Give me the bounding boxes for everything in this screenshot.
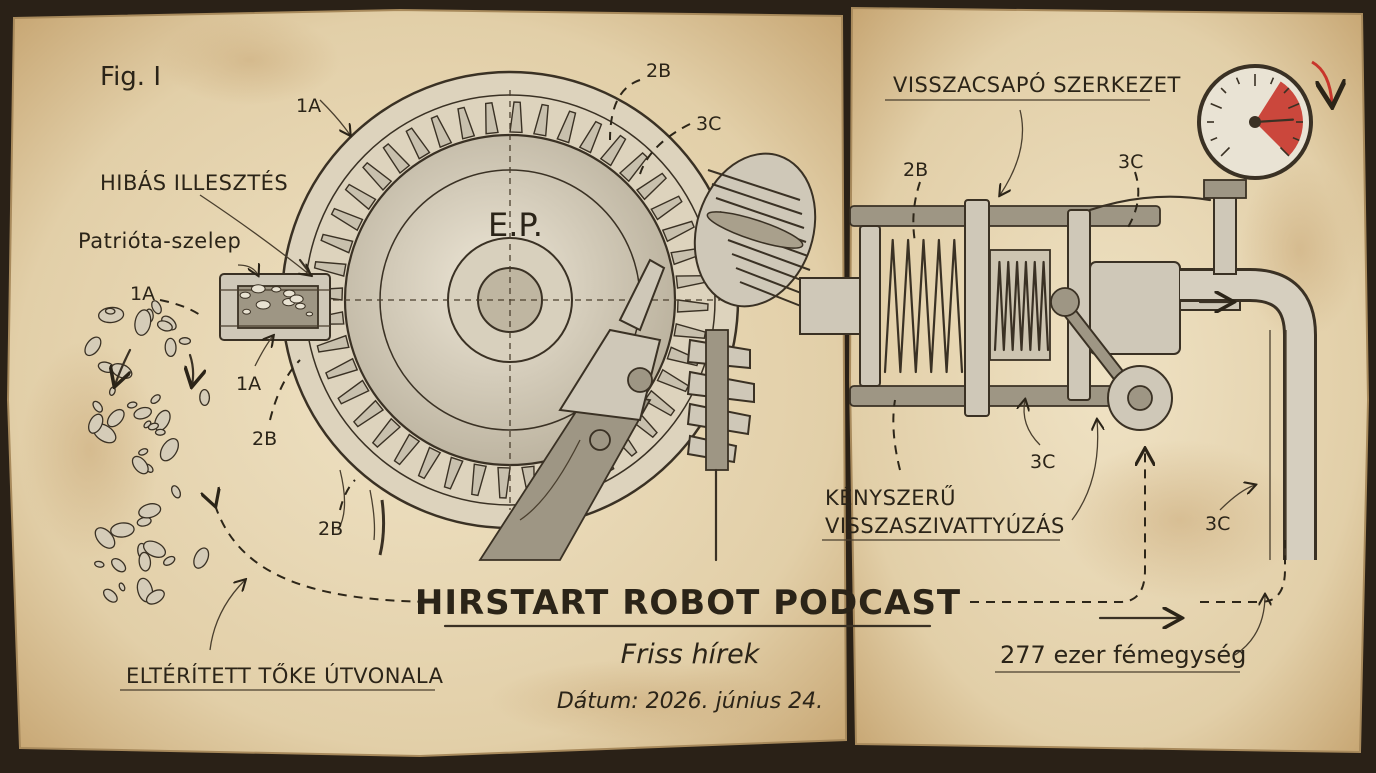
debris-fragment xyxy=(250,284,266,294)
debris-fragment xyxy=(133,406,153,420)
debris-fragment xyxy=(138,503,162,519)
debris-fragment xyxy=(170,485,182,499)
leader-lines xyxy=(115,79,1265,656)
debris-fragment xyxy=(111,557,127,573)
gear-icon xyxy=(280,70,740,556)
capital-flow-path xyxy=(215,302,1286,618)
debris-fragment xyxy=(88,413,104,434)
debris-fragment xyxy=(147,422,159,431)
pressure-gauge-icon xyxy=(1197,60,1332,180)
check-structure-label: VISSZACSAPÓ SZERKEZET xyxy=(893,72,1181,97)
misfit-label: HIBÁS ILLESZTÉS xyxy=(100,170,288,195)
callout-2b-right: 2B xyxy=(903,159,928,181)
debris-fragment xyxy=(164,337,177,358)
debris-fragment xyxy=(178,337,192,345)
callout-3c-right: 3C xyxy=(1118,151,1143,173)
podcast-subtitle: Friss hírek xyxy=(621,639,761,670)
debris-fragments xyxy=(84,284,314,605)
callout-3c-mid: 3C xyxy=(1030,451,1055,473)
debris-fragment xyxy=(142,540,167,558)
debris-fragment xyxy=(156,320,173,332)
debris-fragment xyxy=(283,289,296,298)
debris-fragment xyxy=(138,448,149,456)
callout-3c-top: 3C xyxy=(696,113,721,135)
callout-3c-far: 3C xyxy=(1205,513,1230,535)
debris-fragment xyxy=(94,560,105,568)
debris-fragment xyxy=(138,551,152,572)
pipe-icon xyxy=(1088,179,1317,560)
debris-fragment xyxy=(255,300,271,310)
debris-fragment xyxy=(154,428,166,436)
ep-label: E.P. xyxy=(488,206,543,244)
callout-2b-low: 2B xyxy=(318,518,343,540)
debris-fragment xyxy=(193,547,210,569)
debris-fragment xyxy=(126,401,138,409)
debris-fragment xyxy=(271,286,282,293)
podcast-date: Dátum: 2026. június 24. xyxy=(557,689,823,714)
debris-fragment xyxy=(92,400,104,413)
diverted-capital-label: ELTÉRÍTETT TŐKE ÚTVONALA xyxy=(126,663,444,688)
debris-fragment xyxy=(305,311,314,317)
callout-2b-top: 2B xyxy=(646,60,671,82)
debris-fragment xyxy=(84,336,102,357)
podcast-title: HIRSTART ROBOT PODCAST xyxy=(415,583,961,623)
debris-fragment xyxy=(131,455,149,475)
forced-pumpback-label: KÉNYSZERŰ xyxy=(825,485,956,510)
callout-2b-mid: 2B xyxy=(252,428,277,450)
debris-fragment xyxy=(295,302,306,310)
debris-fragment xyxy=(145,589,165,605)
debris-fragment xyxy=(118,582,126,592)
debris-fragment xyxy=(239,291,251,299)
debris-fragment xyxy=(106,408,125,428)
debris-fragment xyxy=(199,388,211,407)
callout-1a-top: 1A xyxy=(296,95,321,117)
debris-fragment xyxy=(159,438,180,462)
figure-label: Fig. I xyxy=(100,62,161,92)
debris-fragment xyxy=(289,294,304,304)
debris-fragment xyxy=(104,307,116,315)
callout-1a-low: 1A xyxy=(236,373,261,395)
spring-icon xyxy=(799,199,1181,431)
debris-fragment xyxy=(110,522,135,538)
callout-1a-left: 1A xyxy=(130,283,155,305)
microphone-icon xyxy=(693,152,817,562)
debris-fragment xyxy=(134,309,152,336)
debris-fragment xyxy=(94,527,116,549)
metal-units-label: 277 ezer fémegység xyxy=(1000,641,1246,669)
debris-fragment xyxy=(151,300,162,315)
debris-fragment xyxy=(163,555,176,566)
valve-label: Patrióta-szelep xyxy=(78,229,241,253)
forced-pumpback-label-2: VISSZASZIVATTYÚZÁS xyxy=(825,513,1065,538)
debris-fragment xyxy=(102,588,118,603)
debris-fragment xyxy=(150,394,161,405)
debris-fragment xyxy=(242,308,252,315)
